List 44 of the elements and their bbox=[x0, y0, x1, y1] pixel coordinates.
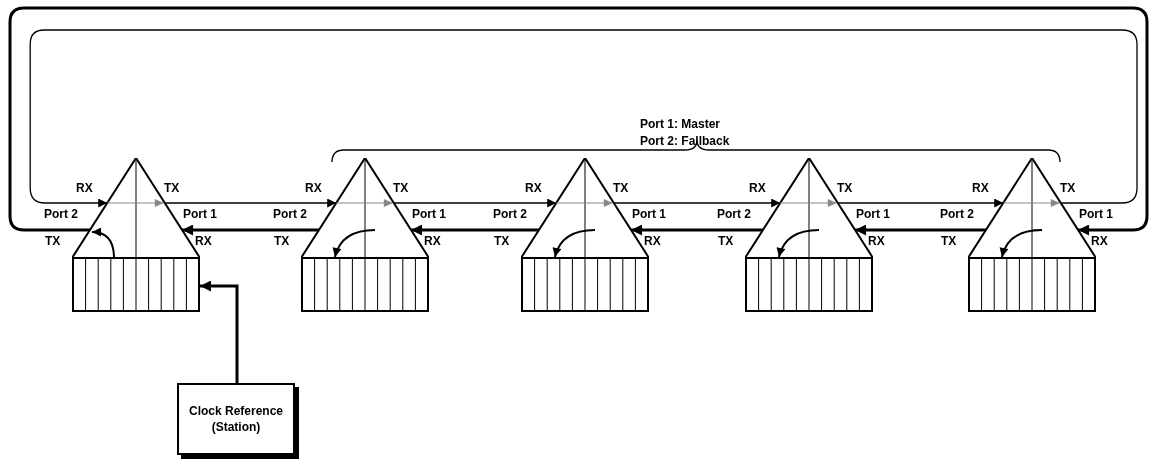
note-text: Port 2: Fallback bbox=[640, 134, 730, 148]
arrow bbox=[613, 198, 781, 208]
port-label: RX bbox=[76, 181, 93, 195]
arrow bbox=[855, 224, 986, 236]
port-label: TX bbox=[274, 234, 290, 248]
port-label: Port 2 bbox=[717, 207, 751, 221]
arrow bbox=[411, 224, 539, 236]
port-label: RX bbox=[644, 234, 661, 248]
arrow bbox=[200, 280, 239, 383]
port-label: Port 1 bbox=[632, 207, 666, 221]
port-label: RX bbox=[195, 234, 212, 248]
port-label: Port 2 bbox=[940, 207, 974, 221]
port-label: RX bbox=[749, 181, 766, 195]
port-label: TX bbox=[1060, 181, 1076, 195]
port-label: RX bbox=[972, 181, 989, 195]
box-text: Clock Reference (Station) bbox=[187, 403, 284, 435]
port-label: RX bbox=[868, 234, 885, 248]
port-label: Port 2 bbox=[493, 207, 527, 221]
port-label: TX bbox=[393, 181, 409, 195]
port-label: Port 2 bbox=[273, 207, 307, 221]
port-label: Port 1 bbox=[1079, 207, 1113, 221]
port-label: TX bbox=[613, 181, 629, 195]
port-label: TX bbox=[837, 181, 853, 195]
arrow bbox=[164, 198, 337, 208]
port-label: TX bbox=[941, 234, 957, 248]
port-label: Port 1 bbox=[183, 207, 217, 221]
arrow bbox=[182, 224, 319, 236]
port-label: RX bbox=[1091, 234, 1108, 248]
arrow bbox=[393, 198, 557, 208]
arrow bbox=[631, 224, 763, 236]
port-label: Port 2 bbox=[44, 207, 78, 221]
note-text: Port 1: Master bbox=[640, 117, 721, 131]
port-label: TX bbox=[45, 234, 61, 248]
port-label: TX bbox=[494, 234, 510, 248]
port-label: TX bbox=[164, 181, 180, 195]
port-label: RX bbox=[525, 181, 542, 195]
arrow bbox=[8, 6, 1149, 236]
port-label: Port 1 bbox=[856, 207, 890, 221]
arrow bbox=[837, 198, 1004, 208]
port-label: RX bbox=[305, 181, 322, 195]
port-label: Port 1 bbox=[412, 207, 446, 221]
port-label: TX bbox=[718, 234, 734, 248]
port-label: RX bbox=[424, 234, 441, 248]
arrow bbox=[29, 29, 1138, 208]
